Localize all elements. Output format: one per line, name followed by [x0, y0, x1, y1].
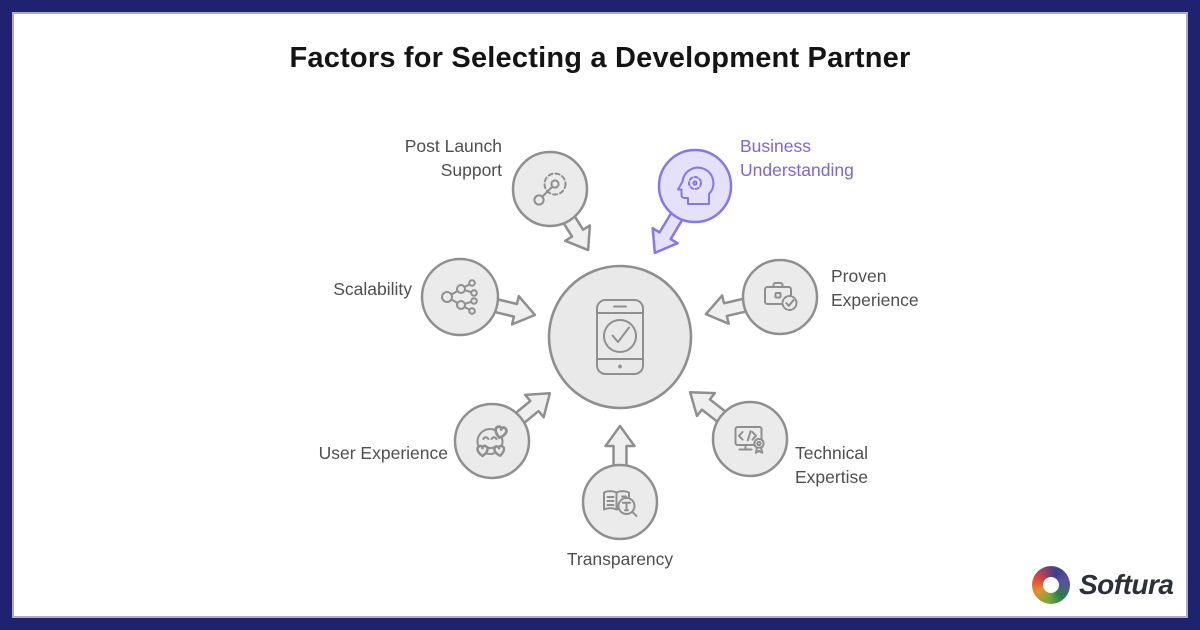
label-business-understanding: Business Understanding [740, 134, 854, 182]
factor-user-experience [453, 392, 552, 480]
factor-post-launch-support [511, 150, 592, 252]
brand-logo: Softura [1032, 566, 1174, 604]
label-post-launch-support: Post Launch Support [405, 134, 502, 182]
label-line: Technical [795, 443, 868, 463]
label-line: Proven [831, 266, 887, 286]
label-line: Understanding [740, 160, 854, 180]
briefcase-badge-icon [764, 282, 798, 311]
smiley-hearts-icon [476, 425, 508, 458]
smartphone-check-icon [596, 299, 644, 375]
gear-wrench-icon [533, 172, 567, 206]
label-line: User Experience [318, 443, 448, 463]
book-magnifier-icon [603, 490, 638, 517]
brand-name: Softura [1079, 569, 1174, 600]
label-proven-experience: Proven Experience [831, 264, 919, 312]
hub-mobile-app [547, 264, 693, 410]
label-line: Post Launch [404, 136, 502, 156]
label-line: Support [440, 160, 502, 180]
page-title: Factors for Selecting a Development Part… [289, 42, 911, 74]
label-line: Scalability [333, 279, 412, 299]
factor-proven-experience [704, 258, 819, 336]
softura-swirl-icon [1032, 566, 1070, 604]
label-line: Transparency [566, 549, 674, 569]
factor-business-understanding [651, 148, 733, 255]
label-user-experience: User Experience [319, 441, 448, 465]
code-monitor-ribbon-icon [734, 426, 765, 454]
label-transparency: Transparency [545, 547, 695, 571]
label-line: Expertise [795, 467, 868, 487]
network-nodes-icon [441, 279, 478, 315]
label-line: Experience [831, 290, 919, 310]
factor-technical-expertise [688, 390, 789, 478]
label-line: Business [740, 136, 812, 156]
label-scalability: Scalability [333, 277, 412, 301]
factor-transparency [581, 424, 659, 541]
factor-scalability [420, 257, 537, 337]
label-technical-expertise: Technical Expertise [795, 441, 868, 489]
head-gear-icon [677, 166, 715, 205]
